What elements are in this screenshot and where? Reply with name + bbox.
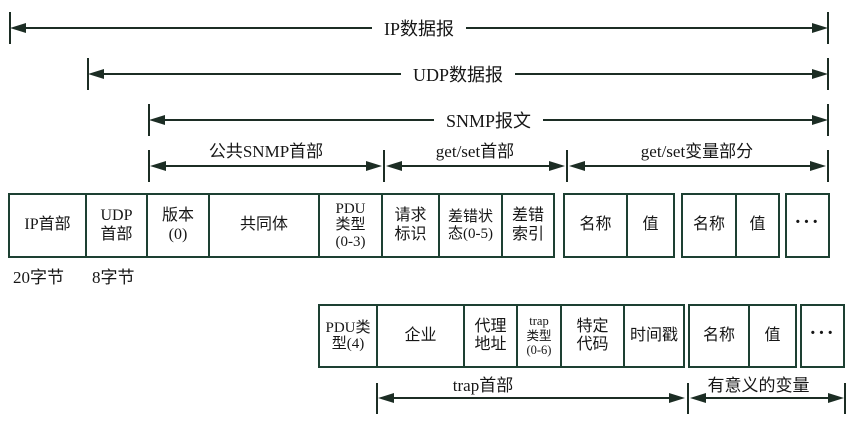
arrowhead-left-icon bbox=[88, 69, 104, 79]
arrowhead-right-icon bbox=[828, 393, 844, 403]
ip-header-size-label: 20字节 bbox=[13, 268, 64, 287]
tick-mark bbox=[9, 12, 11, 44]
trap-header-label: trap首部 bbox=[452, 376, 514, 395]
udp-datagram-label: UDP数据报 bbox=[413, 65, 504, 85]
field-trap-pdu-type: PDU类 型(4) bbox=[318, 304, 378, 368]
tick-mark bbox=[827, 150, 829, 182]
tick-mark bbox=[376, 383, 378, 414]
arrowhead-right-icon bbox=[812, 23, 829, 33]
field-value-1: 值 bbox=[628, 193, 675, 258]
arrowhead-left-icon bbox=[150, 161, 166, 171]
field-name-1: 名称 bbox=[563, 193, 628, 258]
ip-datagram-label: IP数据报 bbox=[384, 19, 455, 39]
trap-ellipsis-group: ··· bbox=[800, 304, 845, 368]
common-snmp-header-arrow bbox=[150, 152, 382, 180]
tick-mark bbox=[827, 12, 829, 44]
tick-mark bbox=[566, 150, 568, 182]
trap-header-arrow bbox=[378, 384, 685, 412]
tick-mark bbox=[383, 150, 385, 182]
field-error-index: 差错 索引 bbox=[503, 193, 555, 258]
snmp-message-label: SNMP报文 bbox=[445, 111, 532, 131]
arrowhead-right-icon bbox=[812, 115, 828, 125]
trap-field-row: PDU类 型(4) 企业 代理 地址 trap 类型 (0-6) 特定 代码 时… bbox=[318, 304, 685, 368]
field-ip-header: IP首部 bbox=[8, 193, 87, 258]
section-label-getset-variables: get/set变量部分 bbox=[640, 142, 754, 161]
arrowhead-left-icon bbox=[386, 161, 402, 171]
tick-mark bbox=[687, 383, 689, 414]
field-value-2: 值 bbox=[737, 193, 780, 258]
tick-mark bbox=[148, 150, 150, 182]
snmp-message-arrow: SNMP报文 bbox=[149, 106, 828, 134]
field-timestamp: 时间戳 bbox=[625, 304, 685, 368]
ip-datagram-arrow: IP数据报 bbox=[10, 14, 829, 42]
main-var-group-1: 名称 值 bbox=[563, 193, 675, 258]
field-agent-address: 代理 地址 bbox=[465, 304, 518, 368]
tick-mark bbox=[827, 58, 829, 90]
field-specific-code: 特定 代码 bbox=[562, 304, 625, 368]
udp-datagram-arrow: UDP数据报 bbox=[88, 60, 829, 88]
field-name-2: 名称 bbox=[681, 193, 737, 258]
field-trap-value: 值 bbox=[750, 304, 797, 368]
arrowhead-left-icon bbox=[378, 393, 394, 403]
main-ellipsis-group: ··· bbox=[785, 193, 830, 258]
arrowhead-right-icon bbox=[812, 69, 829, 79]
main-var-group-2: 名称 值 bbox=[681, 193, 780, 258]
arrowhead-left-icon bbox=[690, 393, 706, 403]
meaningful-variables-arrow bbox=[690, 384, 844, 412]
main-field-row: IP首部 UDP 首部 版本 (0) 共同体 PDU 类型 (0-3) 请求 标… bbox=[8, 193, 555, 258]
trap-var-group: 名称 值 bbox=[688, 304, 797, 368]
arrowhead-left-icon bbox=[10, 23, 26, 33]
field-pdu-type: PDU 类型 (0-3) bbox=[320, 193, 383, 258]
arrowhead-right-icon bbox=[669, 393, 685, 403]
arrowhead-right-icon bbox=[549, 161, 565, 171]
getset-variables-arrow bbox=[569, 152, 826, 180]
tick-mark bbox=[827, 104, 829, 136]
field-enterprise: 企业 bbox=[378, 304, 465, 368]
tick-mark bbox=[87, 58, 89, 90]
tick-mark bbox=[148, 104, 150, 136]
field-community: 共同体 bbox=[210, 193, 320, 258]
field-udp-header: UDP 首部 bbox=[87, 193, 148, 258]
udp-header-size-label: 8字节 bbox=[92, 268, 135, 287]
section-label-getset-header: get/set首部 bbox=[435, 142, 515, 161]
field-version: 版本 (0) bbox=[148, 193, 210, 258]
arrowhead-right-icon bbox=[810, 161, 826, 171]
field-error-status: 差错状 态(0-5) bbox=[440, 193, 503, 258]
field-trap-name: 名称 bbox=[688, 304, 750, 368]
section-label-common-snmp-header: 公共SNMP首部 bbox=[208, 142, 324, 161]
field-trap-type: trap 类型 (0-6) bbox=[518, 304, 562, 368]
meaningful-variables-label: 有意义的变量 bbox=[707, 376, 810, 395]
getset-header-arrow bbox=[386, 152, 565, 180]
field-ellipsis: ··· bbox=[785, 193, 830, 258]
arrowhead-left-icon bbox=[569, 161, 585, 171]
field-trap-ellipsis: ··· bbox=[800, 304, 845, 368]
field-request-id: 请求 标识 bbox=[383, 193, 440, 258]
arrowhead-left-icon bbox=[149, 115, 165, 125]
tick-mark bbox=[844, 383, 846, 414]
arrowhead-right-icon bbox=[366, 161, 382, 171]
